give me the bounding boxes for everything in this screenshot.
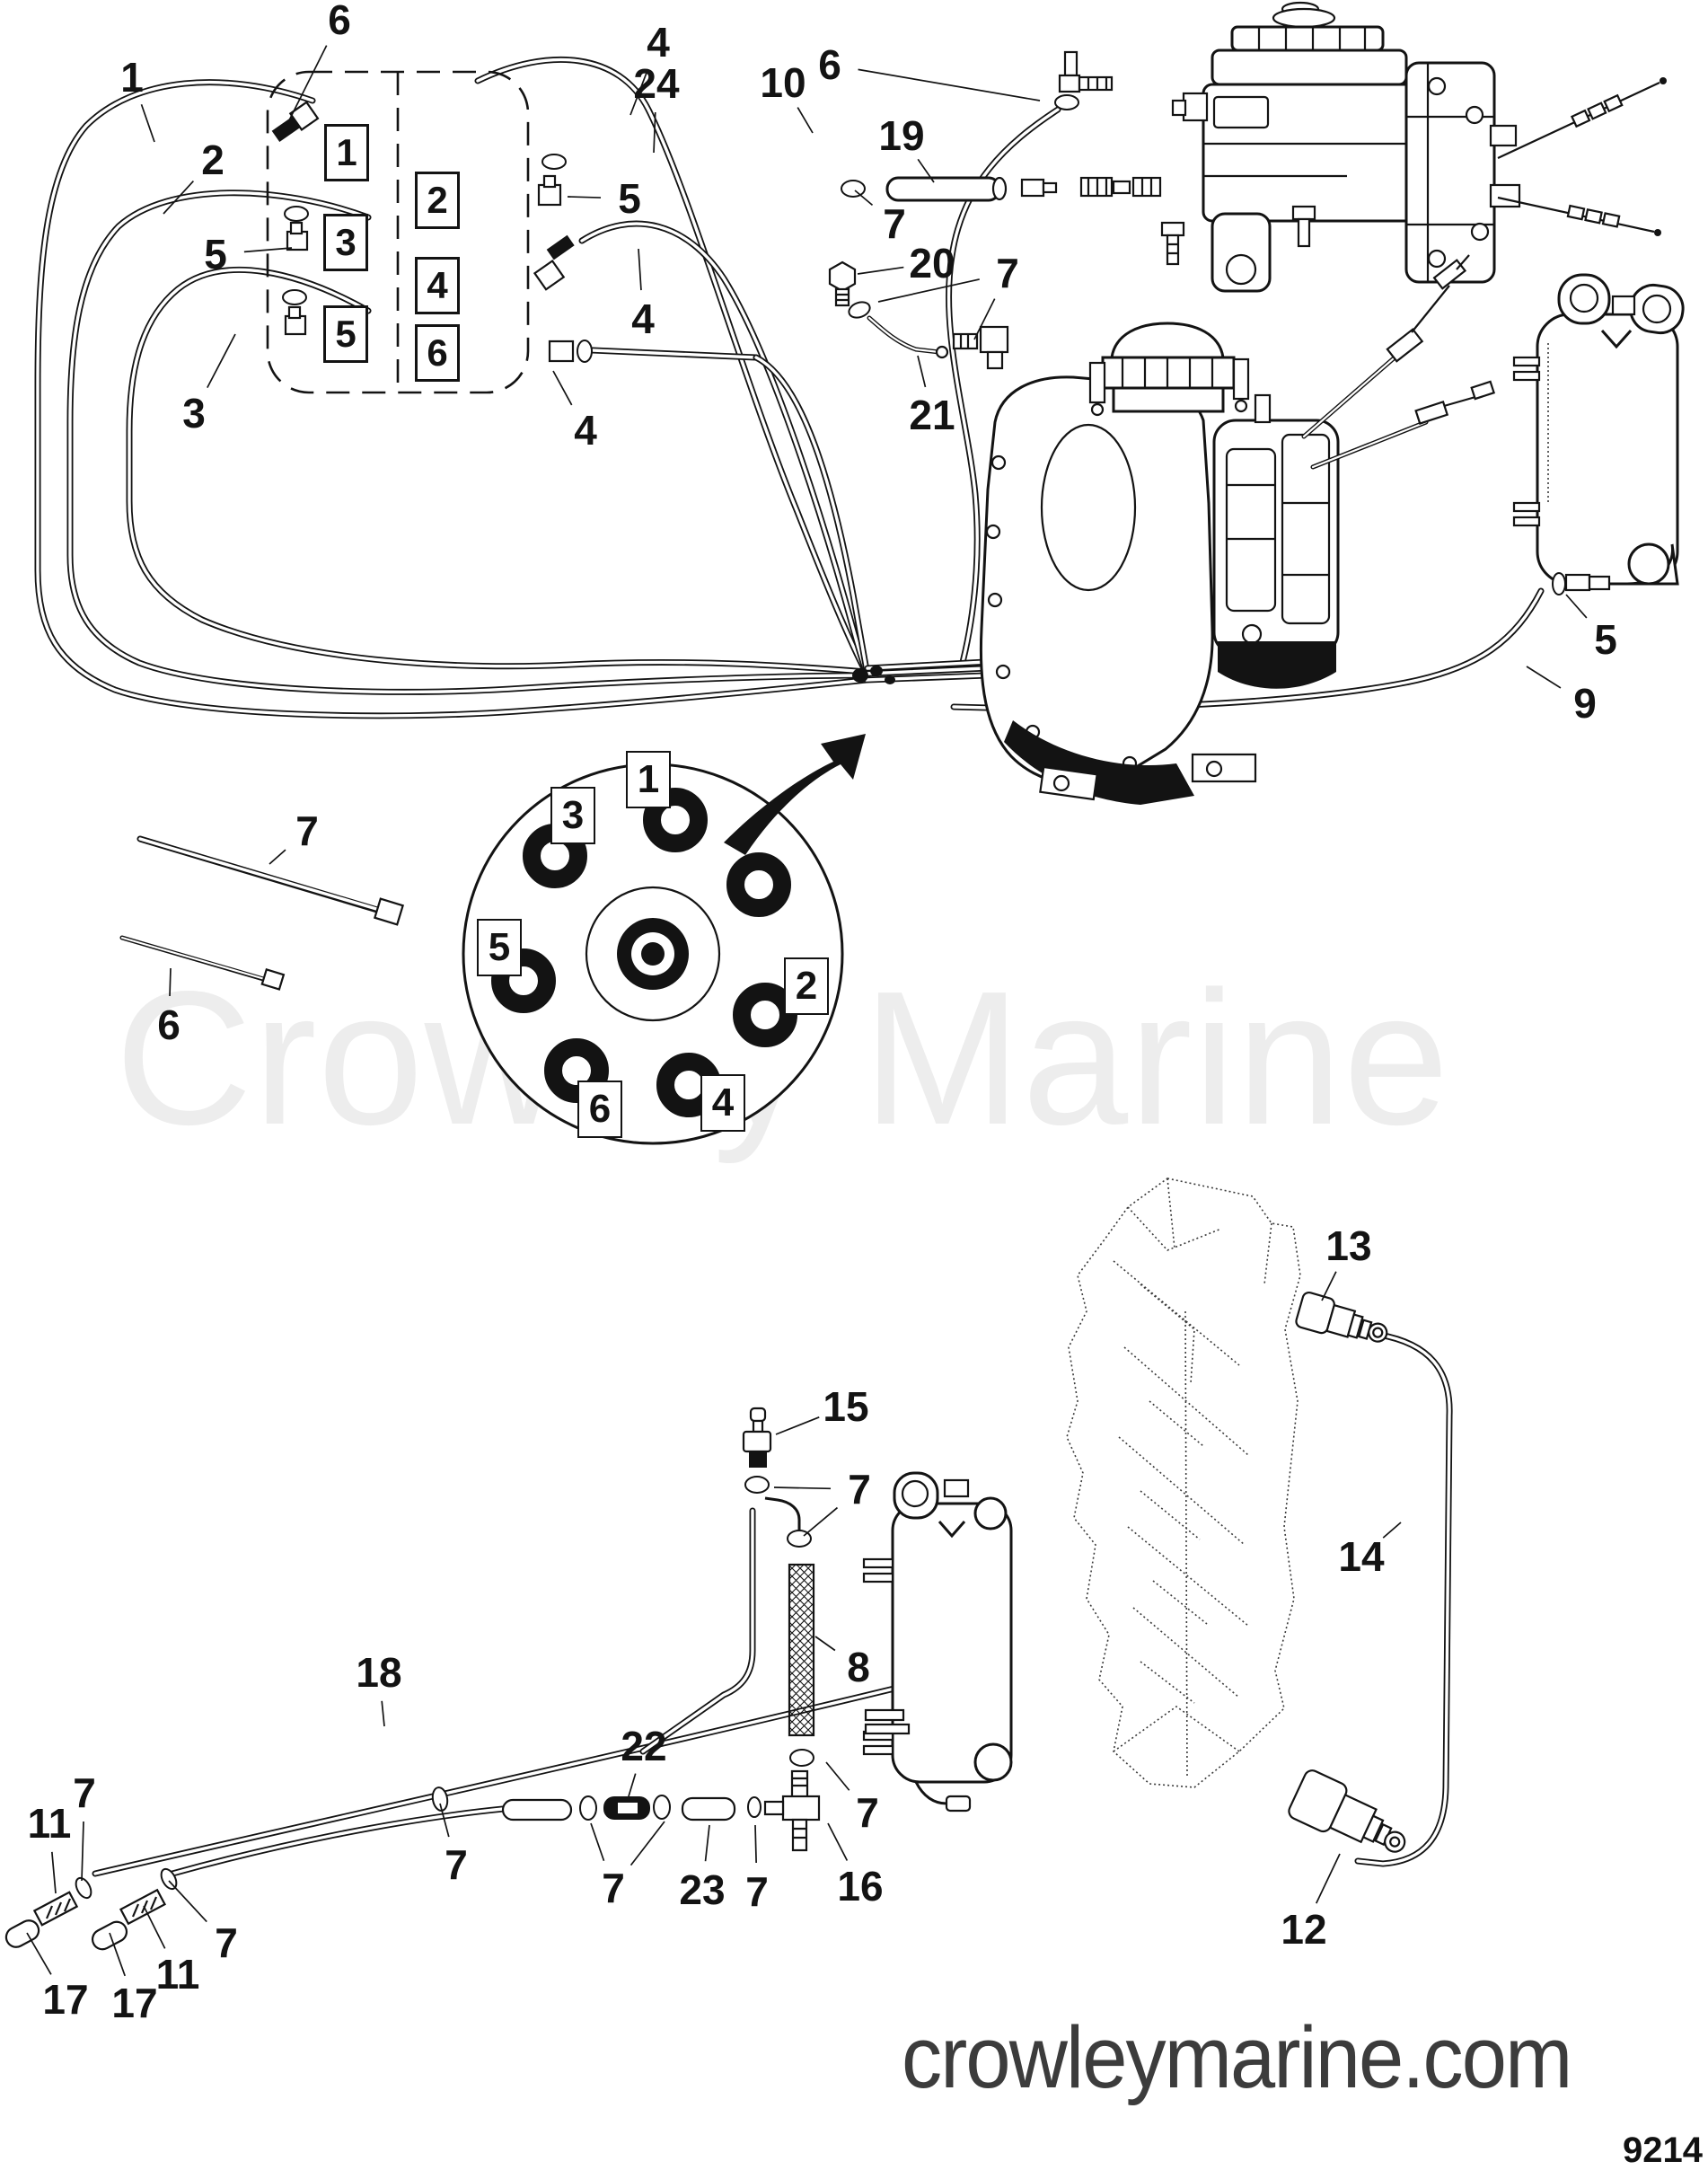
hose-convergence xyxy=(852,658,990,684)
leader-line xyxy=(917,158,935,183)
leader-line xyxy=(638,248,642,291)
leader-line xyxy=(286,45,328,125)
hose-10 xyxy=(946,106,1061,673)
fuel-cooler-bottom xyxy=(862,1471,1013,1813)
leader-line xyxy=(628,1773,637,1797)
leader-line xyxy=(797,107,814,134)
leader-line xyxy=(168,1880,207,1923)
leader-line xyxy=(825,1761,850,1791)
leader-line xyxy=(169,967,172,997)
leader-line xyxy=(858,68,1041,101)
leader-line xyxy=(207,333,236,389)
leader-line xyxy=(590,1822,605,1862)
leader-line xyxy=(163,181,195,215)
leader-line xyxy=(1526,666,1562,689)
leader-line xyxy=(552,370,573,406)
leader-line xyxy=(109,1932,126,1977)
bottom-right-group xyxy=(1288,1291,1453,1867)
leader-line xyxy=(877,278,980,303)
leader-line xyxy=(773,1486,832,1490)
website-text: crowleymarine.com xyxy=(902,2008,1572,2106)
bleed-hose-group xyxy=(4,1507,979,1951)
leader-line xyxy=(381,1700,385,1727)
bottom-center-group xyxy=(501,1407,821,1852)
leader-line xyxy=(857,266,904,275)
air-compressor xyxy=(1160,1,1667,293)
leader-line xyxy=(1321,1271,1337,1301)
leader-line xyxy=(629,1821,665,1866)
leader-line xyxy=(439,1803,450,1838)
leader-line xyxy=(629,68,649,116)
leader-line xyxy=(803,1506,839,1537)
leader-line xyxy=(704,1824,710,1862)
leader-line xyxy=(917,355,927,388)
leader-line xyxy=(143,1905,166,1949)
leader-line xyxy=(1315,1853,1341,1904)
leader-line xyxy=(140,103,155,143)
cable-ties xyxy=(119,835,405,991)
fitting-20-tube-21 xyxy=(828,260,1009,370)
leader-line xyxy=(854,190,874,207)
leader-lines xyxy=(26,45,1588,1977)
leader-line xyxy=(814,1636,836,1652)
leader-line xyxy=(1382,1522,1402,1539)
vapor-separator-assembly xyxy=(979,254,1496,805)
leader-line xyxy=(754,1824,757,1864)
leader-line xyxy=(243,247,293,253)
fuel-cooler-right xyxy=(1512,273,1685,595)
leader-line xyxy=(775,1416,820,1435)
part-number: 9214 xyxy=(1623,2130,1703,2170)
leader-line xyxy=(567,196,602,198)
hose-bundle-left xyxy=(34,79,870,719)
leader-line xyxy=(81,1821,84,1882)
compressor-fittings xyxy=(841,50,1162,202)
rotation-arrow xyxy=(724,734,866,855)
hose-group-right-manifold xyxy=(474,57,871,679)
leader-line xyxy=(51,1851,57,1894)
leader-line xyxy=(827,1822,849,1861)
ghost-engine-block xyxy=(1066,1178,1301,1788)
leader-line xyxy=(26,1932,52,1975)
leader-line xyxy=(1565,594,1588,619)
oil-manifold xyxy=(266,70,593,394)
leader-line xyxy=(653,111,656,154)
leader-line xyxy=(973,298,996,340)
leader-line xyxy=(269,849,286,865)
flywheel-port-diagram xyxy=(462,734,866,1145)
